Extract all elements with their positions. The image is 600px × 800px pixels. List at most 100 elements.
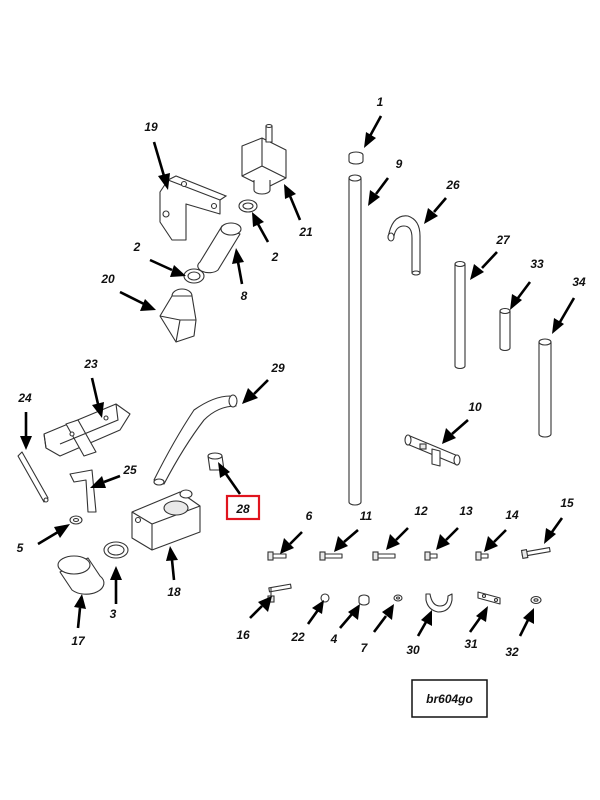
callout-arrow-9 <box>368 177 390 206</box>
callout-4[interactable]: 4 <box>330 632 338 646</box>
callout-arrow-8 <box>232 248 244 285</box>
callout-arrow-34 <box>552 297 576 334</box>
callout-22[interactable]: 22 <box>290 630 305 644</box>
callout-arrow-3 <box>110 566 122 604</box>
part-7-nut <box>393 594 403 602</box>
callout-5[interactable]: 5 <box>17 541 24 555</box>
callout-arrow-32 <box>518 608 534 637</box>
callout-3[interactable]: 3 <box>110 607 117 621</box>
callout-21[interactable]: 21 <box>298 225 313 239</box>
callout-arrow-5 <box>37 524 70 546</box>
part-2-clamp-lower <box>183 268 205 284</box>
callout-30[interactable]: 30 <box>406 643 420 657</box>
callout-31[interactable]: 31 <box>464 637 478 651</box>
callout-17[interactable]: 17 <box>71 634 86 648</box>
part-5-nut <box>69 515 83 525</box>
callout-arrow-25 <box>90 474 121 488</box>
reference-box-frame <box>411 679 488 718</box>
callout-arrow-29 <box>242 379 269 404</box>
callout-arrow-2a <box>252 212 270 243</box>
part-8-sleeve <box>197 222 242 274</box>
callout-20[interactable]: 20 <box>100 272 115 286</box>
callout-arrow-7 <box>372 604 394 633</box>
part-30-pipe-clamp <box>425 593 453 613</box>
callout-28[interactable]: 28 <box>235 502 250 516</box>
callout-25[interactable]: 25 <box>122 463 137 477</box>
callout-arrow-14 <box>484 529 507 552</box>
part-31-bracket <box>477 591 501 605</box>
callout-arrow-16 <box>249 596 272 619</box>
part-20-valve-body <box>159 288 197 343</box>
part-26-elbow <box>387 215 421 276</box>
callout-34[interactable]: 34 <box>572 275 586 289</box>
callout-13[interactable]: 13 <box>459 504 473 518</box>
callout-arrow-19 <box>152 141 170 190</box>
part-14-bolt <box>475 551 489 561</box>
highlight-box-28 <box>225 494 261 521</box>
part-29-hose <box>153 394 238 486</box>
callout-arrow-20 <box>119 290 156 311</box>
part-18-housing <box>131 489 201 551</box>
part-1-cap <box>348 151 364 165</box>
part-24-rod <box>17 451 49 503</box>
callout-arrow-10 <box>442 419 469 444</box>
callout-arrow-1 <box>364 115 383 148</box>
callout-arrow-11 <box>334 529 359 552</box>
parts-layer <box>17 123 552 613</box>
callout-arrow-12 <box>386 527 409 550</box>
callout-2-lower[interactable]: 2 <box>133 240 141 254</box>
callout-arrow-27 <box>470 251 498 280</box>
part-12-bolt <box>372 551 396 561</box>
callout-18[interactable]: 18 <box>167 585 181 599</box>
part-10-tee-fitting <box>404 434 461 467</box>
callout-12[interactable]: 12 <box>414 504 428 518</box>
part-4-spacer <box>358 594 370 606</box>
callout-arrow-4 <box>339 604 360 629</box>
callout-arrow-15 <box>544 517 564 544</box>
callout-arrow-2b <box>149 258 186 277</box>
callout-11[interactable]: 11 <box>360 509 373 523</box>
callout-10[interactable]: 10 <box>468 400 482 414</box>
part-32-nut <box>530 595 542 605</box>
callout-arrow-13 <box>436 527 459 550</box>
callout-arrow-28 <box>218 462 242 495</box>
callout-arrow-23 <box>90 377 104 418</box>
part-25-strap <box>69 469 97 513</box>
part-3-clamp <box>103 541 129 559</box>
callout-15[interactable]: 15 <box>560 496 574 510</box>
callout-24[interactable]: 24 <box>17 391 32 405</box>
callout-16[interactable]: 16 <box>236 628 250 642</box>
callout-2-upper[interactable]: 2 <box>271 250 279 264</box>
callout-27[interactable]: 27 <box>495 233 511 247</box>
labels-layer: 1 9 26 27 33 34 19 21 2 2 20 8 23 29 24 … <box>17 95 586 659</box>
callout-29[interactable]: 29 <box>270 361 285 375</box>
part-17-big-sleeve <box>57 555 105 595</box>
callout-8[interactable]: 8 <box>241 289 248 303</box>
part-11-bolt <box>319 551 343 561</box>
part-13-bolt <box>424 551 438 561</box>
callout-6[interactable]: 6 <box>306 509 313 523</box>
callout-32[interactable]: 32 <box>505 645 519 659</box>
arrows-layer <box>20 115 576 637</box>
reference-code-box: br604go <box>411 679 488 718</box>
callout-7[interactable]: 7 <box>361 641 369 655</box>
part-34-tube <box>538 338 552 438</box>
part-21-valve-housing <box>241 123 287 195</box>
callout-23[interactable]: 23 <box>83 357 98 371</box>
callout-14[interactable]: 14 <box>505 508 519 522</box>
callout-arrow-22 <box>306 600 324 625</box>
part-33-short-tube <box>499 307 511 352</box>
callout-9[interactable]: 9 <box>396 157 403 171</box>
callout-arrow-6 <box>280 531 303 554</box>
part-23-cross-bracket <box>43 403 131 457</box>
part-2-clamp-upper <box>238 199 258 213</box>
part-16-stud <box>267 583 292 603</box>
callout-arrow-21 <box>284 184 302 221</box>
callout-1[interactable]: 1 <box>377 95 384 109</box>
callout-33[interactable]: 33 <box>530 257 544 271</box>
part-22-washer <box>320 593 330 603</box>
reference-code: br604go <box>426 692 473 706</box>
callout-19[interactable]: 19 <box>144 120 158 134</box>
callout-26[interactable]: 26 <box>445 178 460 192</box>
